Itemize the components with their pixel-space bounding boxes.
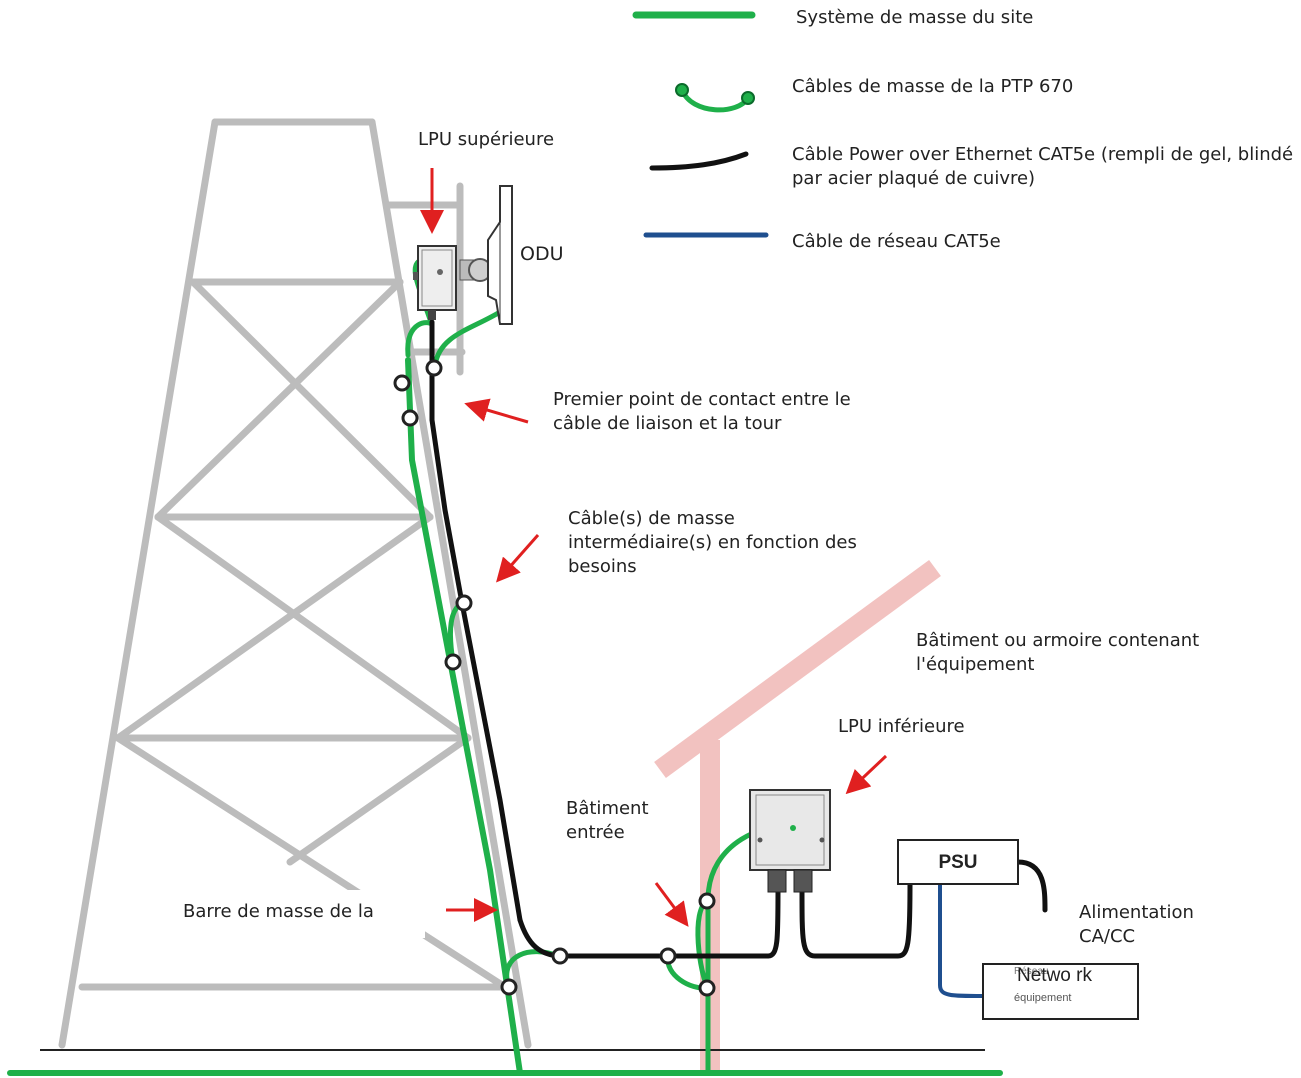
psu-box	[897, 839, 1019, 885]
callout-arrows	[420, 168, 888, 927]
legend-ptp-ground-label: Câbles de masse de la PTP 670	[792, 76, 1074, 97]
power-supply-label: Alimentation CA/CC	[1079, 902, 1194, 947]
network-cable	[938, 884, 984, 998]
lpu-bottom-unit	[749, 789, 831, 893]
odu-label: ODU	[520, 243, 564, 265]
ground-clamps	[393, 359, 716, 997]
legend-poe-cable-label: Câble Power over Ethernet CAT5e (rempli …	[792, 144, 1294, 189]
site-ground-system	[7, 357, 1003, 1076]
network-box	[982, 963, 1139, 1020]
lpu-top-label: LPU supérieure	[418, 129, 555, 150]
legend-samples	[632, 11, 769, 238]
first-contact-label: Premier point de contact entre le câble …	[553, 389, 851, 434]
building-entry-label: Bâtiment entrée	[566, 798, 649, 843]
network-overlay-label: Réseau	[1014, 966, 1049, 977]
odu-unit	[459, 185, 513, 325]
lpu-bottom-label: LPU inférieure	[838, 716, 965, 737]
psu-label: PSU	[938, 852, 978, 873]
network-sub-label: équipement	[1014, 992, 1072, 1004]
lpu-top-unit	[413, 245, 457, 320]
building-label: Bâtiment ou armoire contenant l'équipeme…	[916, 630, 1200, 675]
network-label: Netwo rk	[1017, 965, 1092, 986]
ground-bar-label: Barre de masse de la	[183, 901, 374, 922]
legend-site-ground-label: Système de masse du site	[796, 7, 1034, 28]
label-mask	[275, 890, 425, 938]
legend-network-cable-label: Câble de réseau CAT5e	[792, 231, 1001, 252]
intermediate-ground-label: Câble(s) de masse intermédiaire(s) en fo…	[568, 508, 857, 577]
